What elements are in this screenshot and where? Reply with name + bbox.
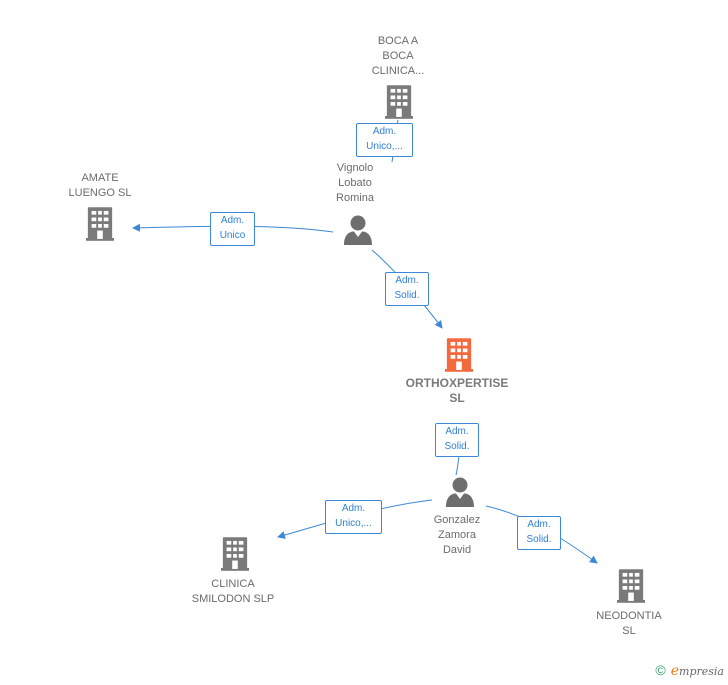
building-icon-boca[interactable] bbox=[385, 85, 413, 119]
empresia-watermark: © empresia bbox=[655, 662, 724, 679]
empresia-logo-e: e bbox=[670, 663, 680, 679]
building-icon-ortho[interactable] bbox=[445, 338, 473, 372]
edge-label-vignolo-ortho: Adm. Solid. bbox=[385, 272, 429, 306]
node-label-boca[interactable]: BOCA A BOCA CLINICA... bbox=[371, 35, 425, 77]
edge-label-vignolo-boca: Adm. Unico,... bbox=[356, 123, 413, 157]
edge-label-vignolo-amate: Adm. Unico bbox=[210, 212, 255, 246]
building-icon-amate[interactable] bbox=[86, 207, 114, 241]
node-label-neodontia[interactable]: NEODONTIA SL bbox=[596, 610, 662, 637]
building-icon-neodontia[interactable] bbox=[617, 569, 645, 603]
edge-label-gonzalez-neodontia: Adm. Solid. bbox=[517, 516, 561, 550]
edge-label-gonzalez-clinica: Adm. Unico,... bbox=[325, 500, 382, 534]
node-label-amate[interactable]: AMATE LUENGO SL bbox=[68, 172, 132, 199]
node-label-clinica[interactable]: CLINICA SMILODON SLP bbox=[191, 578, 275, 605]
edge-label-gonzalez-ortho: Adm. Solid. bbox=[435, 423, 479, 457]
node-label-gonzalez[interactable]: Gonzalez Zamora David bbox=[433, 514, 481, 556]
person-icon-gonzalez[interactable] bbox=[446, 477, 474, 508]
empresia-brand: mpresia bbox=[679, 665, 724, 678]
node-label-ortho[interactable]: ORTHOXPERTISE SL bbox=[405, 376, 509, 405]
copyright-icon: © bbox=[655, 662, 666, 678]
building-icon-clinica[interactable] bbox=[221, 537, 249, 571]
node-label-vignolo[interactable]: Vignolo Lobato Romina bbox=[336, 162, 374, 204]
person-icon-vignolo[interactable] bbox=[344, 215, 372, 246]
